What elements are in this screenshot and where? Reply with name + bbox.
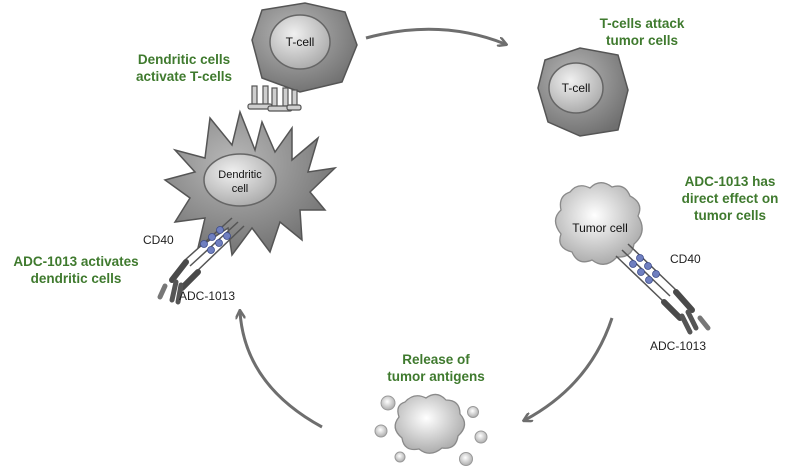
- caption-adc-direct-line2: direct effect on: [682, 191, 779, 206]
- antigen-fragment: [467, 406, 479, 418]
- tumor-antigens-release: [374, 393, 488, 466]
- arrow-top: [365, 27, 505, 44]
- antigen-fragment: [394, 451, 406, 463]
- cd40-receptors-right: [615, 243, 677, 303]
- antigen-fragment: [374, 424, 388, 438]
- label-adc-right: ADC-1013: [650, 339, 706, 353]
- caption-adc-direct-line1: ADC-1013 has: [685, 174, 776, 189]
- label-adc-left: ADC-1013: [179, 289, 235, 303]
- arrow-right: [525, 317, 614, 420]
- adc-1013-antibody-left: [157, 259, 201, 305]
- caption-adc-direct-line3: tumor cells: [694, 208, 766, 223]
- arrow-left: [240, 312, 323, 429]
- antigen-fragment: [474, 430, 488, 444]
- caption-t-attack-line2: tumor cells: [606, 33, 678, 48]
- caption-t-attack-line1: T-cells attack: [600, 16, 685, 31]
- t-cell-top-label: T-cell: [286, 35, 315, 49]
- caption-release-line1: Release of: [402, 352, 470, 367]
- t-cell-receptors: [247, 85, 302, 112]
- caption-release-line2: tumor antigens: [387, 369, 485, 384]
- dendritic-cell-label-line2: cell: [232, 183, 249, 195]
- dendritic-cell-label-line1: Dendritic: [218, 169, 262, 181]
- dendritic-cell: Dendritic cell: [163, 109, 338, 257]
- caption-adc-activates-dc-line1: ADC-1013 activates: [13, 254, 138, 269]
- t-cell-right-label: T-cell: [562, 81, 591, 95]
- label-cd40-left: CD40: [143, 233, 174, 247]
- t-cell-top: T-cell: [251, 2, 358, 93]
- tumor-cell-label: Tumor cell: [572, 221, 628, 235]
- label-cd40-right: CD40: [670, 252, 701, 266]
- caption-dc-activate-t-line2: activate T-cells: [136, 69, 232, 84]
- cd40-receptors-left: [184, 217, 245, 273]
- antigen-fragment: [459, 452, 473, 466]
- caption-dc-activate-t-line1: Dendritic cells: [138, 52, 230, 67]
- t-cell-right: T-cell: [537, 47, 629, 137]
- antigen-fragment: [380, 395, 396, 411]
- caption-adc-activates-dc-line2: dendritic cells: [31, 271, 122, 286]
- tumor-cell: Tumor cell: [554, 182, 643, 265]
- adc-1013-antibody-right: [661, 289, 711, 335]
